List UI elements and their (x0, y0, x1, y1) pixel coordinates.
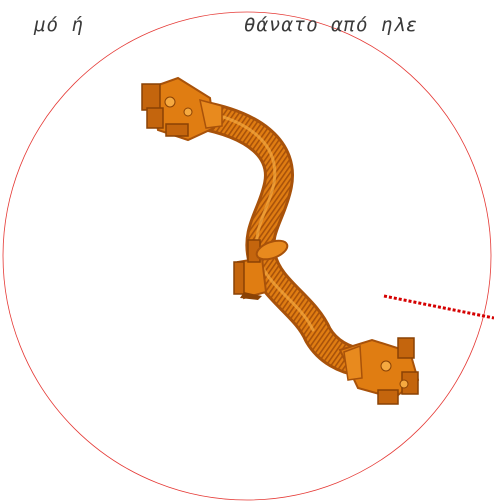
mounting-bracket (233, 239, 268, 300)
outline-circle (2, 11, 492, 501)
pointer-dotted-line (383, 294, 494, 320)
caption-left-text: μό ή (34, 14, 84, 36)
hose-illustration (141, 76, 420, 405)
connector-bottom (338, 337, 420, 405)
connector-top (141, 76, 223, 142)
caption-right-text: θάνατο από ηλε (244, 14, 419, 36)
